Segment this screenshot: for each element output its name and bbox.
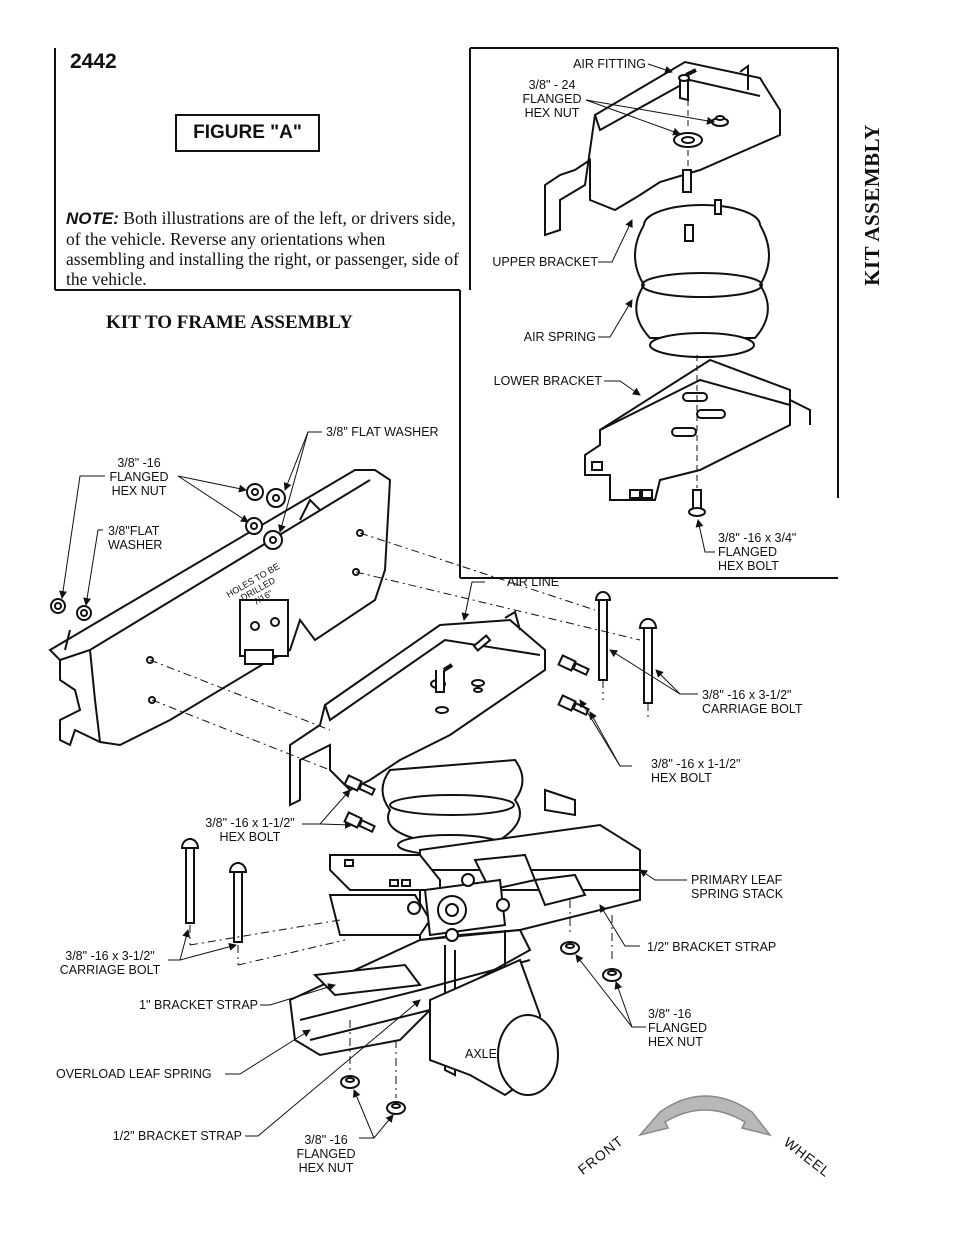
label-air-spring: AIR SPRING bbox=[523, 330, 596, 344]
label-line: HEX NUT bbox=[648, 1035, 703, 1049]
label-line: HEX BOLT bbox=[219, 830, 281, 844]
label-flanged-nut-frame: 3/8" -16 FLANGED HEX NUT bbox=[100, 456, 178, 498]
figure-label: FIGURE "A" bbox=[175, 114, 320, 152]
label-bracket-strap-half-right: 1/2" BRACKET STRAP bbox=[647, 940, 777, 954]
label-line: FLANGED bbox=[718, 545, 778, 559]
label-line: FLANGED bbox=[109, 470, 169, 484]
label-lower-bracket: LOWER BRACKET bbox=[493, 374, 602, 388]
kit-assembly-dashes bbox=[687, 100, 698, 488]
label-line: 3/8" -16 bbox=[648, 1007, 692, 1021]
frame-bolts bbox=[180, 591, 658, 943]
lower-bracket-illustration bbox=[584, 358, 811, 517]
label-line: HEX NUT bbox=[524, 106, 580, 120]
label-line: 3/8" -16 x 3-1/2" bbox=[65, 949, 155, 963]
label-line: 3/8" -16 x 1-1/2" bbox=[205, 816, 295, 830]
note-label: NOTE: bbox=[66, 209, 119, 228]
label-line: HEX NUT bbox=[111, 484, 167, 498]
note-paragraph: NOTE: Both illustrations are of the left… bbox=[66, 208, 466, 289]
label-line: 3/8" -16 bbox=[117, 456, 161, 470]
page-number: 2442 bbox=[70, 50, 117, 73]
label-flanged-nut-bottom: 3/8" -16 FLANGED HEX NUT bbox=[292, 1133, 360, 1175]
page-borders bbox=[54, 47, 839, 579]
frame-hardware bbox=[50, 483, 286, 621]
label-line: HEX NUT bbox=[298, 1161, 354, 1175]
leader-lines bbox=[59, 63, 715, 1139]
axle-illustration bbox=[429, 958, 559, 1097]
label-air-line: AIR LINE bbox=[507, 575, 560, 589]
label-upper-bracket: UPPER BRACKET bbox=[492, 255, 598, 269]
label-hex-bolt-right: 3/8" -16 x 1-1/2" HEX BOLT bbox=[651, 757, 740, 785]
label-line: WASHER bbox=[108, 538, 163, 552]
label-line: FLANGED bbox=[648, 1021, 708, 1035]
label-flat-washer-top: 3/8" FLAT WASHER bbox=[326, 425, 439, 439]
label-bracket-strap-one: 1" BRACKET STRAP bbox=[139, 998, 258, 1012]
label-flat-washer-left: 3/8"FLAT WASHER bbox=[108, 524, 162, 552]
label-line: HEX BOLT bbox=[718, 559, 779, 573]
direction-arrow bbox=[637, 1095, 772, 1137]
label-line: 3/8" - 24 bbox=[528, 78, 576, 92]
label-line: 3/8"FLAT bbox=[108, 524, 160, 538]
label-flanged-nut-right: 3/8" -16 FLANGED HEX NUT bbox=[648, 1007, 707, 1049]
label-line: FLANGED bbox=[522, 92, 582, 106]
upper-bracket-illustration bbox=[544, 60, 781, 237]
label-flanged-nut-24: 3/8" - 24 FLANGED HEX NUT bbox=[518, 78, 586, 120]
label-line: 3/8" -16 bbox=[304, 1133, 348, 1147]
label-line: 3/8" -16 x 3/4" bbox=[718, 531, 797, 545]
label-line: HEX BOLT bbox=[651, 771, 712, 785]
label-primary-leaf: PRIMARY LEAF SPRING STACK bbox=[691, 873, 783, 901]
frame-dashed-guides bbox=[149, 532, 649, 1098]
label-overload-leaf: OVERLOAD LEAF SPRING bbox=[56, 1067, 212, 1081]
label-line: CARRIAGE BOLT bbox=[702, 702, 803, 716]
air-spring-illustration bbox=[634, 169, 770, 358]
label-hex-bolt-left: 3/8" -16 x 1-1/2" HEX BOLT bbox=[196, 816, 304, 844]
label-carriage-bolt-right: 3/8" -16 x 3-1/2" CARRIAGE BOLT bbox=[702, 688, 802, 716]
label-carriage-bolt-left: 3/8" -16 x 3-1/2" CARRIAGE BOLT bbox=[52, 949, 168, 977]
frame-nuts bbox=[340, 941, 622, 1115]
label-axle: AXLE bbox=[465, 1047, 497, 1061]
label-line: FLANGED bbox=[296, 1147, 356, 1161]
kit-to-frame-heading: KIT TO FRAME ASSEMBLY bbox=[106, 312, 353, 333]
label-line: 3/8" -16 x 3-1/2" bbox=[702, 688, 792, 702]
label-line: CARRIAGE BOLT bbox=[59, 963, 161, 977]
kit-assembly-heading: KIT ASSEMBLY bbox=[860, 124, 884, 286]
label-line: PRIMARY LEAF bbox=[691, 873, 783, 887]
label-line: 3/8" -16 x 1-1/2" bbox=[651, 757, 741, 771]
label-bracket-strap-half-left: 1/2" BRACKET STRAP bbox=[112, 1129, 242, 1143]
label-air-fitting: AIR FITTING bbox=[573, 57, 646, 71]
label-line: SPRING STACK bbox=[691, 887, 784, 901]
note-text: Both illustrations are of the left, or d… bbox=[66, 208, 459, 289]
label-hex-bolt-34: 3/8" -16 x 3/4" FLANGED HEX BOLT bbox=[718, 531, 796, 573]
